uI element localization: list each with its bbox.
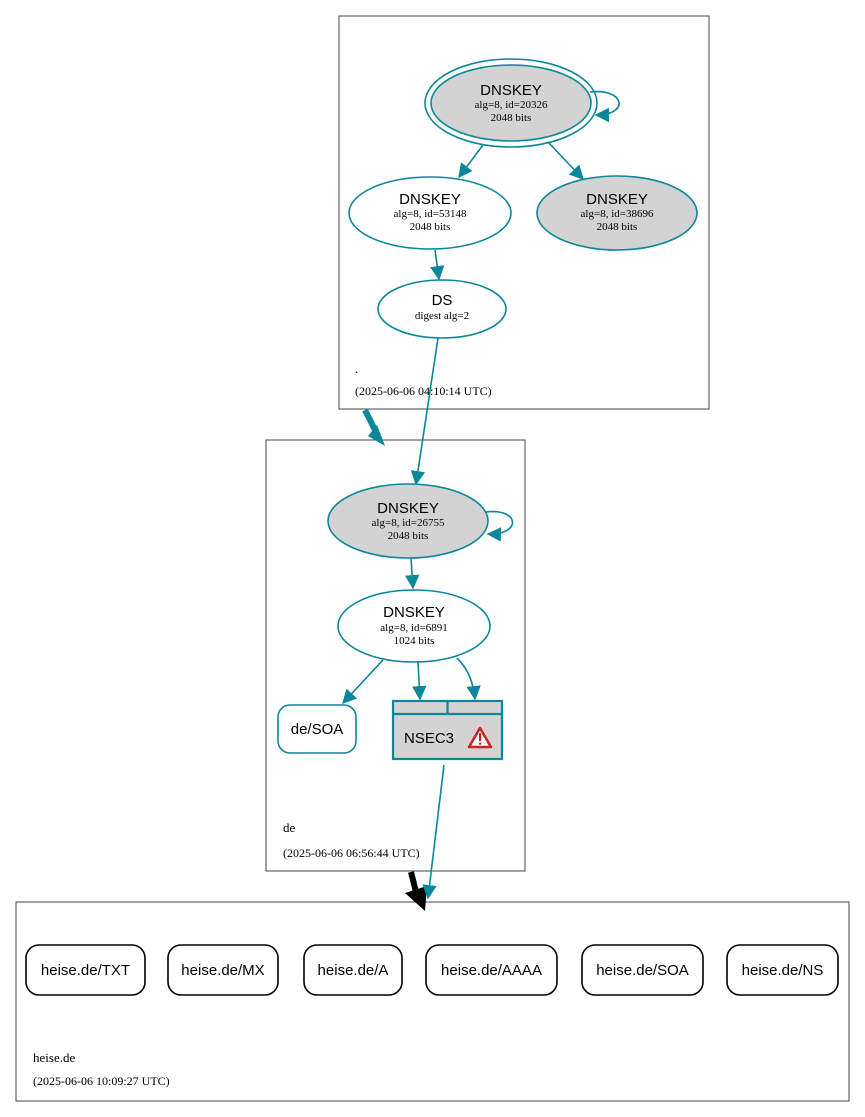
zone-heise-box <box>15 901 850 1102</box>
edge-de-zsk-to-nsec3-a <box>412 661 427 701</box>
node-root-zsk-a-title: DNSKEY <box>399 191 461 208</box>
record-label: heise.de/AAAA <box>441 962 542 979</box>
zone-de-timestamp: (2025-06-06 06:56:44 UTC) <box>283 846 420 860</box>
node-de-nsec3[interactable]: NSEC3 <box>391 699 504 761</box>
record-label: heise.de/MX <box>181 962 264 979</box>
delegation-arrowhead-root-de <box>368 425 385 446</box>
zone-root-timestamp: (2025-06-06 04:10:14 UTC) <box>355 384 492 398</box>
node-de-zsk[interactable]: DNSKEY alg=8, id=6891 1024 bits <box>337 589 491 663</box>
node-root-zsk-a-bits: 2048 bits <box>410 221 451 233</box>
edge-de-zsk-to-nsec3-b <box>456 657 481 701</box>
record-label: heise.de/NS <box>742 962 824 979</box>
edge-root-ksk-to-zsk-b <box>547 141 584 181</box>
node-de-soa-label: de/SOA <box>291 721 344 738</box>
record-heise-a[interactable]: heise.de/A <box>303 944 403 996</box>
node-de-nsec3-label: NSEC3 <box>404 730 454 747</box>
edge-root-ds-to-de-ksk <box>410 337 439 486</box>
node-de-ksk-bits: 2048 bits <box>388 530 429 542</box>
edge-nsec3-to-heise <box>422 764 445 900</box>
node-de-zsk-alg: alg=8, id=6891 <box>380 622 447 634</box>
edge-de-ksk-self <box>485 510 514 542</box>
edge-root-ksk-to-zsk-a <box>458 144 484 179</box>
record-label: heise.de/SOA <box>596 962 689 979</box>
zone-root: DNSKEY alg=8, id=20326 2048 bits DNSKEY … <box>338 15 710 410</box>
record-heise-aaaa[interactable]: heise.de/AAAA <box>425 944 558 996</box>
node-root-zsk-b-alg: alg=8, id=38696 <box>581 208 654 220</box>
node-de-zsk-bits: 1024 bits <box>394 635 435 647</box>
edge-root-zsk-a-to-ds <box>430 249 445 281</box>
record-heise-txt[interactable]: heise.de/TXT <box>25 944 146 996</box>
record-heise-soa[interactable]: heise.de/SOA <box>581 944 704 996</box>
node-root-zsk-b-bits: 2048 bits <box>597 221 638 233</box>
node-root-ksk[interactable]: DNSKEY alg=8, id=20326 2048 bits <box>424 58 598 148</box>
node-root-zsk-a[interactable]: DNSKEY alg=8, id=53148 2048 bits <box>348 176 512 250</box>
warning-icon <box>467 726 493 749</box>
edge-root-ksk-self <box>589 90 620 123</box>
zone-heise-name: heise.de <box>33 1050 75 1065</box>
edge-de-zsk-to-soa <box>342 659 384 705</box>
zone-de-name: de <box>283 820 296 835</box>
record-label: heise.de/A <box>318 962 389 979</box>
record-heise-mx[interactable]: heise.de/MX <box>167 944 279 996</box>
zone-heise-timestamp: (2025-06-06 10:09:27 UTC) <box>33 1074 170 1088</box>
zone-root-name: . <box>355 361 358 376</box>
delegation-arrowhead-de-heise <box>405 886 427 911</box>
zone-de: DNSKEY alg=8, id=26755 2048 bits DNSKEY … <box>265 439 526 872</box>
node-root-zsk-a-alg: alg=8, id=53148 <box>394 208 467 220</box>
record-label: heise.de/TXT <box>41 962 130 979</box>
node-de-zsk-title: DNSKEY <box>383 604 445 621</box>
node-root-ksk-alg: alg=8, id=20326 <box>475 99 548 111</box>
edge-delegation-root-to-de <box>362 408 379 434</box>
record-heise-ns[interactable]: heise.de/NS <box>726 944 839 996</box>
node-de-ksk-alg: alg=8, id=26755 <box>372 517 445 529</box>
node-de-soa[interactable]: de/SOA <box>277 704 357 754</box>
node-root-ksk-bits: 2048 bits <box>491 112 532 124</box>
node-root-zsk-b[interactable]: DNSKEY alg=8, id=38696 2048 bits <box>536 175 698 251</box>
zone-heise: heise.de/TXT heise.de/MX heise.de/A heis… <box>15 901 850 1102</box>
node-root-ds-digest: digest alg=2 <box>415 310 469 322</box>
node-root-ds-title: DS <box>432 292 453 309</box>
node-root-zsk-b-title: DNSKEY <box>586 191 648 208</box>
edge-de-ksk-to-zsk <box>404 557 420 590</box>
node-de-ksk[interactable]: DNSKEY alg=8, id=26755 2048 bits <box>327 483 489 559</box>
node-root-ds[interactable]: DS digest alg=2 <box>377 279 507 339</box>
node-de-ksk-title: DNSKEY <box>377 500 439 517</box>
node-root-ksk-title: DNSKEY <box>480 82 542 99</box>
